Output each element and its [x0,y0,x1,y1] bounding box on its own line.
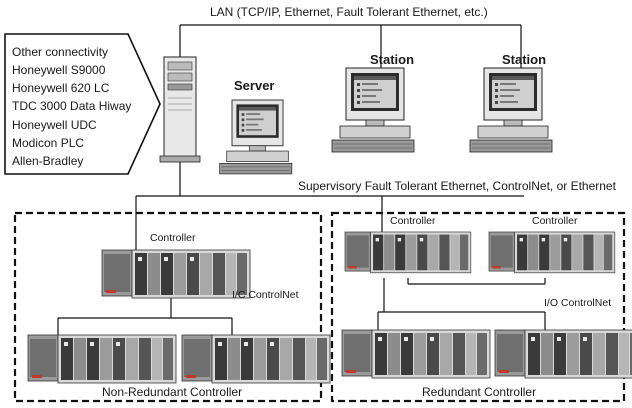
connectivity-list: Other connectivity Honeywell S9000 Honey… [12,45,131,168]
redundant-io-chassis-1 [341,329,491,379]
server-tower-icon [159,56,201,163]
non-redundant-io-chassis-2 [181,334,331,384]
redundant-controller-left-label: Controller [390,215,436,227]
connectivity-item: Allen-Bradley [12,154,83,168]
redundant-controller-chassis-right [488,231,616,274]
non-redundant-controller-chassis [101,249,251,299]
station-left-computer-icon [331,67,415,153]
connectivity-item: Honeywell S9000 [12,63,106,77]
connectivity-item: TDC 3000 Data Hiway [12,99,131,113]
server-label: Server [234,78,274,93]
lan-label: LAN (TCP/IP, Ethernet, Fault Tolerant Et… [210,5,488,19]
station-left-label: Station [370,52,414,67]
non-redundant-controller-label: Controller [150,232,196,244]
station-right-computer-icon [469,67,553,153]
connectivity-callout-box [4,33,161,175]
redundant-controller-right-label: Controller [532,215,578,227]
redundant-caption: Redundant Controller [422,385,536,399]
connectivity-item: Honeywell UDC [12,118,97,132]
station-right-label: Station [502,52,546,67]
non-redundant-caption: Non-Redundant Controller [102,385,242,399]
redundant-enclosure [330,211,626,403]
redundant-io-chassis-2 [494,329,632,379]
connectivity-item: Other connectivity [12,45,108,59]
non-redundant-io-label: I/C ControlNet [232,289,299,301]
redundant-io-label: I/O ControlNet [544,297,611,309]
supervisory-label: Supervisory Fault Tolerant Ethernet, Con… [298,179,617,193]
connectivity-item: Honeywell 620 LC [12,81,110,95]
connectivity-item: Modicon PLC [12,136,84,150]
redundant-controller-chassis-left [344,231,472,274]
non-redundant-io-chassis-1 [27,334,177,384]
server-monitor-icon [219,99,293,175]
non-redundant-enclosure [13,211,323,403]
